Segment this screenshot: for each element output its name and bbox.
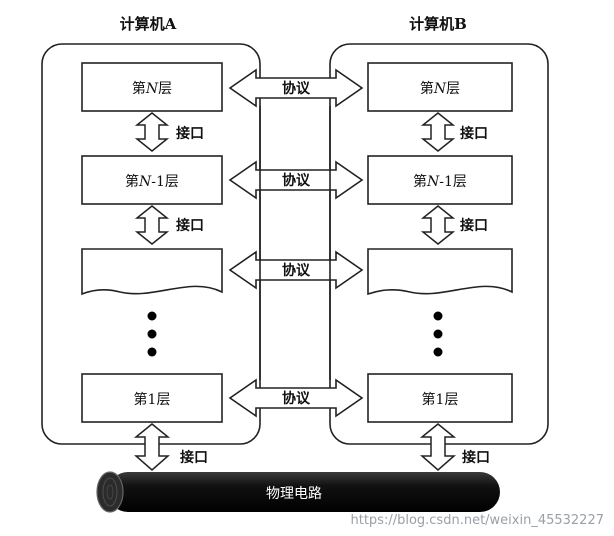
protocol-label-layer-n-minus-1: 协议: [282, 172, 311, 189]
computer-b-layer-1-label: 第1层: [422, 391, 459, 408]
protocol-label-layer-n: 协议: [282, 80, 311, 97]
computer-a-ellipsis-dots: [147, 311, 157, 357]
protocol-label-intermediate-layer: 协议: [282, 262, 311, 279]
computer-a-layer-1-box: [81, 373, 223, 423]
computer-b-interface-label-2: 接口: [460, 217, 488, 234]
protocol-arrow-intermediate-layer: [228, 250, 364, 290]
physical-circuit-label: 物理电路: [266, 486, 322, 502]
computer-b-layer-n-box: [367, 62, 513, 112]
computer-a-layer-n-label: 第N层: [132, 80, 172, 97]
computer-a-layer-n-minus-1-label: 第N-1层: [125, 173, 179, 190]
computer-a-intermediate-layer-box: [81, 248, 223, 296]
computer-a-layer-1-label: 第1层: [134, 391, 171, 408]
protocol-arrow-layer-n: [228, 68, 364, 108]
computer-a-title: 计算机A: [120, 15, 177, 33]
protocol-arrow-layer-n-minus-1: [228, 160, 364, 200]
computer-a-physical-interface-label: 接口: [180, 449, 208, 466]
computer-a-interface-arrow-1: [134, 112, 170, 152]
watermark-text: https://blog.csdn.net/weixin_45532227: [350, 513, 604, 528]
computer-b-interface-label-1: 接口: [460, 125, 488, 142]
computer-a-interface-arrow-2: [134, 205, 170, 245]
computer-b-title: 计算机B: [409, 15, 467, 33]
computer-a-interface-label-1: 接口: [176, 125, 204, 142]
computer-a-interface-label-2: 接口: [176, 217, 204, 234]
computer-b-layer-1-box: [367, 373, 513, 423]
computer-b-interface-arrow-2: [420, 205, 456, 245]
protocol-connector-lines: [259, 106, 331, 380]
computer-b-physical-interface-arrow: [419, 423, 457, 471]
physical-circuit-cable: [96, 471, 500, 513]
protocol-label-layer-1: 协议: [282, 390, 311, 407]
protocol-arrow-layer-1: [228, 378, 364, 418]
computer-b-ellipsis-dots: [433, 311, 443, 357]
computer-b-layer-n-minus-1-label: 第N-1层: [413, 173, 467, 190]
computer-b-physical-interface-label: 接口: [462, 449, 490, 466]
computer-b-layer-n-minus-1-box: [367, 155, 513, 205]
computer-a-layer-n-box: [81, 62, 223, 112]
computer-a-physical-interface-arrow: [133, 423, 171, 471]
computer-b-interface-arrow-1: [420, 112, 456, 152]
computer-a-layer-n-minus-1-box: [81, 155, 223, 205]
computer-b-intermediate-layer-box: [367, 248, 513, 296]
computer-b-layer-n-label: 第N层: [420, 80, 460, 97]
